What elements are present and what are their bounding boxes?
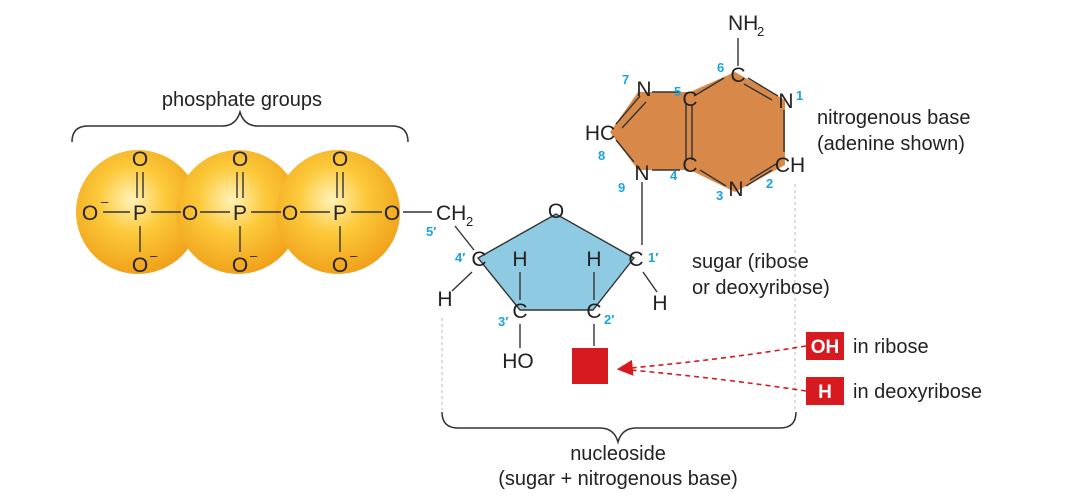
p3-lower-charge: – [350, 248, 358, 263]
p3-lower-oxygen: O [332, 254, 348, 277]
ch2-group: CH [436, 202, 466, 225]
carbon-2: C [586, 300, 601, 323]
ring-oxygen: O [548, 200, 564, 223]
h-badge-text: H [818, 382, 832, 403]
hydroxyl-group: HO [502, 350, 534, 373]
base-num-6: 6 [717, 60, 724, 75]
h-badge [806, 377, 844, 405]
oh-badge [806, 332, 844, 360]
nucleoside-label: nucleoside [570, 443, 666, 465]
carbon-3-number: 3′ [498, 314, 508, 329]
ch2-subscript: 2 [466, 214, 473, 229]
terminal-oxygen: O [82, 202, 98, 225]
phosphate-bonds [103, 172, 432, 252]
p2-double-oxygen: O [232, 148, 248, 171]
phosphate-orb-1 [76, 150, 200, 274]
nucleoside-brace [441, 411, 797, 445]
phosphorus-2: P [233, 202, 247, 225]
base-num-2: 2 [766, 176, 773, 191]
p2-lower-oxygen: O [232, 254, 248, 277]
p1-double-oxygen: O [132, 148, 148, 171]
base-num-1: 1 [796, 88, 803, 103]
carbon-4-number: 4′ [455, 250, 465, 265]
base-num-9: 9 [618, 180, 625, 195]
amino-group: NH [728, 12, 758, 35]
carbon-4-hydrogen: H [437, 288, 452, 311]
carbon-2-atom: CH [775, 154, 805, 177]
nitrogenous-base-label: nitrogenous base [817, 107, 970, 129]
nitrogen-3-atom: N [728, 178, 743, 201]
p1-lower-charge: – [150, 248, 158, 263]
carbon-1: C [628, 248, 643, 271]
sugar-sublabel: or deoxyribose) [692, 277, 830, 299]
base-num-7: 7 [622, 72, 629, 87]
oh-badge-text: OH [811, 337, 840, 358]
phosphate-orb-2 [176, 150, 300, 274]
base-ring-fill [610, 72, 785, 192]
bridge-oxygen-1: O [182, 202, 198, 225]
sugar-ring: CH 2 5′ O C 4′ H C 1′ H C 3′ C 2′ H H HO [426, 200, 668, 384]
p3-double-oxygen: O [332, 148, 348, 171]
carbon-8-atom: HC [585, 122, 615, 145]
phosphorus-1: P [133, 202, 147, 225]
base-num-4: 4 [670, 168, 678, 183]
nitrogen-7-atom: N [636, 78, 651, 101]
adenine-base: NH 2 C 6 N 7 C 5 N 1 HC 8 C 4 N 9 CH 2 N… [585, 12, 805, 245]
phosphorus-3: P [333, 202, 347, 225]
phosphate-groups-label: phosphate groups [162, 89, 322, 111]
ribose-arrow [616, 345, 807, 376]
base-num-3: 3 [716, 188, 723, 203]
in-deoxyribose-label: in deoxyribose [853, 381, 982, 403]
sugar-label: sugar (ribose [692, 251, 809, 273]
carbon-3-upper-hydrogen: H [512, 248, 527, 271]
carbon-3: C [512, 300, 527, 323]
phosphate-orb-3 [276, 150, 400, 274]
carbon-5-atom: C [682, 88, 697, 111]
phosphate-brace [71, 109, 409, 143]
carbon-1-hydrogen: H [652, 292, 667, 315]
deoxyribose-arrow [619, 368, 807, 392]
base-bonds [615, 38, 785, 245]
carbon-2-upper-hydrogen: H [586, 248, 601, 271]
variable-group-marker [572, 348, 608, 384]
phosphate-groups: phosphate groups O – P O O – O P O O – O… [71, 89, 432, 277]
carbon-6-atom: C [730, 64, 745, 87]
carbon-4-atom: C [682, 154, 697, 177]
carbon-2-number: 2′ [604, 312, 614, 327]
carbon-4: C [471, 248, 486, 271]
nucleoside-sublabel: (sugar + nitrogenous base) [498, 468, 738, 490]
in-ribose-label: in ribose [853, 336, 929, 358]
bridge-oxygen-2: O [282, 202, 298, 225]
carbon-5-number: 5′ [426, 224, 436, 239]
carbon-1-number: 1′ [648, 250, 658, 265]
sugar-pentagon [476, 213, 636, 311]
p2-lower-charge: – [250, 248, 258, 263]
nitrogen-1-atom: N [778, 90, 793, 113]
nitrogenous-base-sublabel: (adenine shown) [817, 133, 965, 155]
bridge-oxygen-3: O [384, 202, 400, 225]
terminal-oxygen-charge: – [101, 194, 109, 209]
base-num-8: 8 [598, 148, 605, 163]
p1-lower-oxygen: O [132, 254, 148, 277]
nitrogen-9-atom: N [634, 162, 649, 185]
base-num-5: 5 [674, 84, 681, 99]
amino-subscript: 2 [757, 24, 764, 39]
